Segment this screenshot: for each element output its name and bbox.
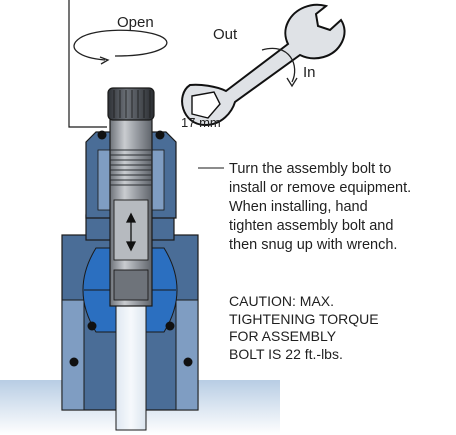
in-label: In	[303, 64, 316, 81]
inner-pipe	[115, 299, 147, 431]
instruction-line: Turn the assembly bolt to	[229, 161, 392, 177]
instruction-line: install or remove equipment.	[229, 180, 412, 196]
caution-line: CAUTION: MAX.	[229, 293, 335, 309]
open-label: Open	[117, 14, 154, 31]
instruction-line: tighten assembly bolt and	[229, 218, 394, 234]
out-label: Out	[213, 26, 238, 43]
caution-note: CAUTION: MAX. TIGHTENING TORQUE FOR ASSE…	[229, 293, 455, 363]
instruction-line: then snug up with wrench.	[229, 237, 398, 253]
leader-line	[68, 0, 107, 128]
assembly-instructions: Turn the assembly bolt to install or rem…	[229, 160, 455, 255]
o-rings	[69, 130, 193, 367]
rotate-arrow-icon	[73, 29, 168, 65]
bolt-knob	[107, 87, 155, 121]
assembly-bolt	[109, 117, 153, 307]
wrench-size-label: 17 mm	[181, 115, 221, 130]
curved-arrow-icon	[261, 47, 298, 88]
caution-line: BOLT IS 22 ft.-lbs.	[229, 345, 343, 362]
instruction-line: When installing, hand	[229, 199, 368, 215]
wrench-icon	[181, 3, 346, 127]
caution-line: FOR ASSEMBLY	[229, 328, 337, 344]
double-arrow-icon	[125, 212, 137, 252]
caution-line: TIGHTENING TORQUE	[229, 310, 379, 327]
